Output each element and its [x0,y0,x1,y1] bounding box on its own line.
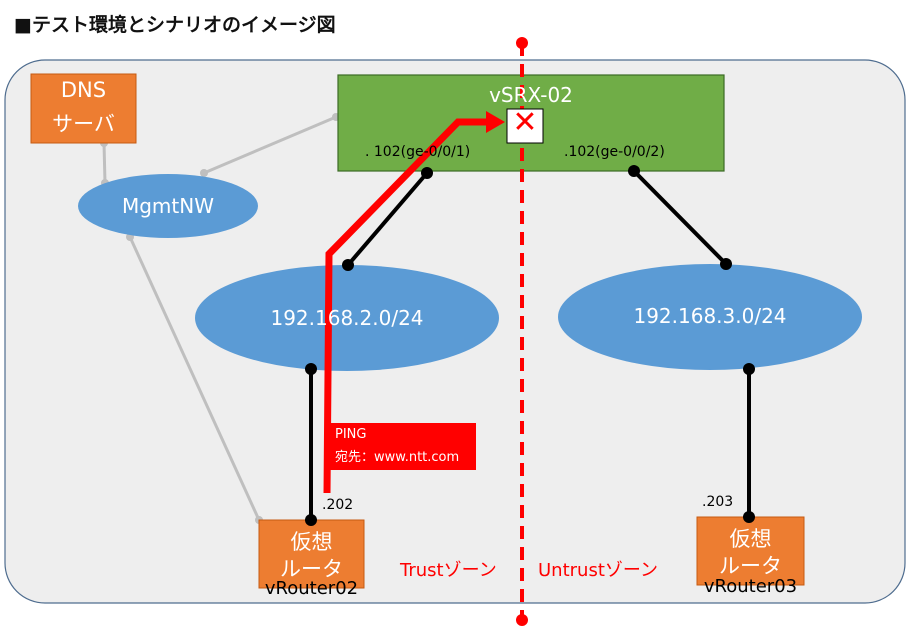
port-dot [305,363,317,375]
link-vsrx-subnet-left [346,171,429,267]
block-box [506,108,544,144]
link-mgmt-vsrx [203,115,337,175]
router-right-label-line2: ルータ [719,554,782,578]
zone-divider-end [516,614,528,626]
subnet-right-ellipse [558,264,862,370]
dns-server-box [30,73,137,144]
router-left-name: vRouter02 [264,578,359,599]
port-dot [342,259,354,271]
link-mgmt-router02 [128,236,261,521]
router-right-ip-label: .203 [702,494,734,510]
port-dot [743,511,755,523]
link-dns-mgmt [102,142,107,184]
router-left-ip-label: .202 [322,497,354,513]
ping-callout-box [327,423,476,470]
port-dot [305,514,317,526]
ping-path [323,118,488,494]
zone-divider-end [516,37,528,49]
router-right-name: vRouter03 [703,576,798,597]
router-left-label-line1: 仮想 [290,530,333,554]
router-left-box [258,519,365,589]
diagram-title: ■テスト環境とシナリオのイメージ図 [14,14,336,36]
subnet-left-ellipse [195,265,499,371]
vsrx-label: vSRX-02 [489,83,573,107]
port-dot [628,165,640,177]
dns-server-label-line2: サーバ [52,112,115,136]
ping-arrowhead [486,111,505,133]
ping-callout-line2: 宛先：www.ntt.com [335,450,460,465]
vsrx-port-left-label: . 102(ge-0/0/1) [365,144,471,160]
trust-zone-label: Trustゾーン [400,560,497,581]
subnet-right-label: 192.168.3.0/24 [633,304,787,328]
router-right-label-line1: 仮想 [729,527,772,551]
port-dot [720,258,732,270]
vsrx-port-right-label: .102(ge-0/0/2) [564,144,665,160]
mgmt-nw-ellipse [78,174,258,238]
port-dot [421,167,433,179]
block-mark: ✕ [512,105,538,140]
subnet-left-label: 192.168.2.0/24 [270,306,424,330]
link-vsrx-subnet-right [632,169,728,266]
ping-callout-line1: PING [335,427,367,442]
router-left-label-line2: ルータ [280,557,343,581]
router-right-box [696,516,805,586]
dns-server-label-line1: DNS [60,78,107,102]
port-dot [743,363,755,375]
mgmt-nw-label: MgmtNW [121,194,214,218]
untrust-zone-label: Untrustゾーン [538,560,658,581]
link-endpoint [200,169,208,177]
